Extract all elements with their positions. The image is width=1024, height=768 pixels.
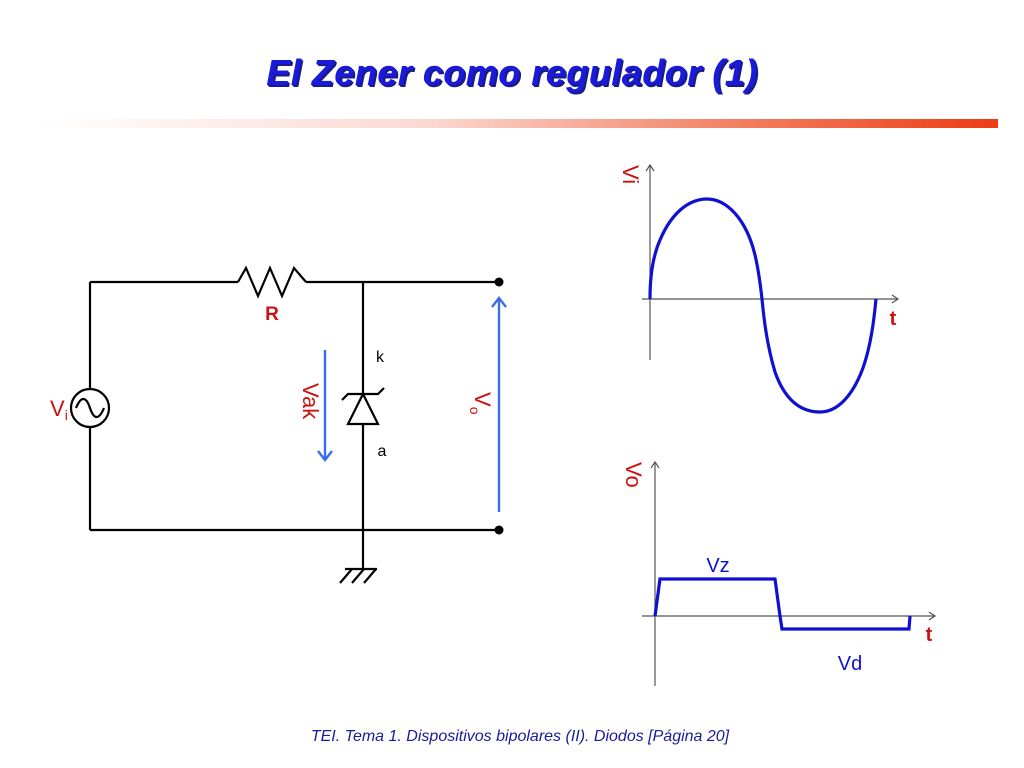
input-sine-wave [648,197,878,414]
resistor-symbol [237,265,307,299]
source-label-sub: i [65,407,68,423]
output-graph: Vo t Vz Vd [621,460,937,686]
zener-diode-symbol [341,387,385,426]
vd-label: Vd [838,653,862,675]
ac-source-symbol [69,387,111,429]
terminal-top [494,277,504,287]
source-label: Vi [50,396,68,423]
vo-label-sub: o [467,407,483,415]
vo-label: Vo [467,392,495,415]
output-x-label: t [926,624,933,646]
circuit [88,265,499,569]
slide-footer: TEI. Tema 1. Dispositivos bipolares (II)… [310,728,730,745]
vo-arrow [491,296,507,512]
source-label-main: V [50,396,65,421]
output-clipped-wave [653,577,912,631]
input-x-label: t [890,308,897,330]
resistor-label: R [265,304,279,325]
input-graph: Vi t [618,163,900,414]
anode-label: a [378,443,387,460]
output-graph-axes [642,460,937,686]
input-graph-axes [642,163,900,360]
output-y-label: Vo [621,462,646,488]
vak-label: Vak [298,383,323,420]
title-underline-bar [40,119,998,128]
cathode-label: k [376,349,385,366]
vz-label: Vz [706,555,729,577]
terminal-bottom [494,525,504,535]
vak-arrow [317,350,333,462]
slide-title: El Zener como regulador (1) [266,52,758,93]
input-y-label: Vi [618,165,643,184]
ground-symbol [339,567,377,584]
vo-label-main: V [470,392,495,407]
